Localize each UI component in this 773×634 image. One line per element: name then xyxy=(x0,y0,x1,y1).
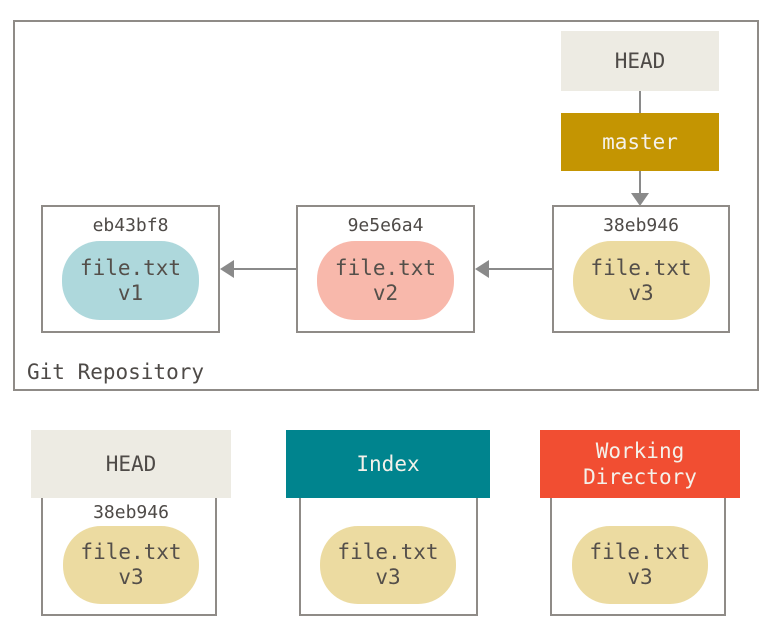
file-version: v3 xyxy=(375,565,401,589)
commit-hash: 38eb946 xyxy=(603,215,679,236)
arrow-left-icon xyxy=(475,260,489,278)
file-name: file.txt xyxy=(79,255,182,280)
file-blob-v2: file.txt v2 xyxy=(317,241,454,320)
head-area: HEAD 38eb946 file.txt v3 xyxy=(31,430,231,616)
head-area-hash: 38eb946 xyxy=(93,502,169,523)
file-blob-v3: file.txt v3 xyxy=(572,241,710,320)
index-area: Index file.txt v3 xyxy=(286,430,490,616)
file-blob-index: file.txt v3 xyxy=(320,526,456,604)
file-name: file.txt xyxy=(589,540,691,564)
file-name: file.txt xyxy=(337,540,439,564)
arrow-commit2-to-commit1-line xyxy=(233,268,296,270)
working-directory-area-title: Working Directory xyxy=(583,439,697,489)
file-name: file.txt xyxy=(334,255,437,280)
file-name: file.txt xyxy=(590,255,692,280)
file-name: file.txt xyxy=(80,540,182,564)
file-version: v3 xyxy=(118,565,144,589)
head-ref-label: HEAD xyxy=(614,49,666,73)
file-blob-v1: file.txt v1 xyxy=(62,241,199,320)
working-directory-area-header: Working Directory xyxy=(540,430,740,498)
head-area-header: HEAD xyxy=(31,430,231,498)
arrow-commit3-to-commit2-line xyxy=(488,268,552,270)
commit-box-eb43bf8: eb43bf8 file.txt v1 xyxy=(41,205,220,333)
master-branch-box: master xyxy=(561,113,719,171)
working-directory-area: Working Directory file.txt v3 xyxy=(540,430,740,616)
arrow-down-icon xyxy=(631,193,649,206)
head-area-title: HEAD xyxy=(105,452,157,476)
arrow-master-to-commit3-line xyxy=(639,171,641,196)
file-version: v3 xyxy=(628,280,654,305)
file-version: v1 xyxy=(117,280,144,305)
file-version: v2 xyxy=(372,280,399,305)
index-area-title: Index xyxy=(356,452,420,476)
commit-hash: eb43bf8 xyxy=(92,215,169,236)
file-blob-workdir: file.txt v3 xyxy=(572,526,708,604)
commit-box-38eb946: 38eb946 file.txt v3 xyxy=(552,205,730,333)
index-area-header: Index xyxy=(286,430,490,498)
file-blob-head: file.txt v3 xyxy=(63,526,199,604)
file-version: v3 xyxy=(627,565,653,589)
commit-hash: 9e5e6a4 xyxy=(347,215,424,236)
git-repository-label: Git Repository xyxy=(27,360,205,384)
commit-box-9e5e6a4: 9e5e6a4 file.txt v2 xyxy=(296,205,475,333)
arrow-left-icon xyxy=(220,260,234,278)
connector-head-to-master xyxy=(639,91,641,113)
head-ref-box: HEAD xyxy=(561,31,719,91)
master-branch-label: master xyxy=(602,130,678,154)
